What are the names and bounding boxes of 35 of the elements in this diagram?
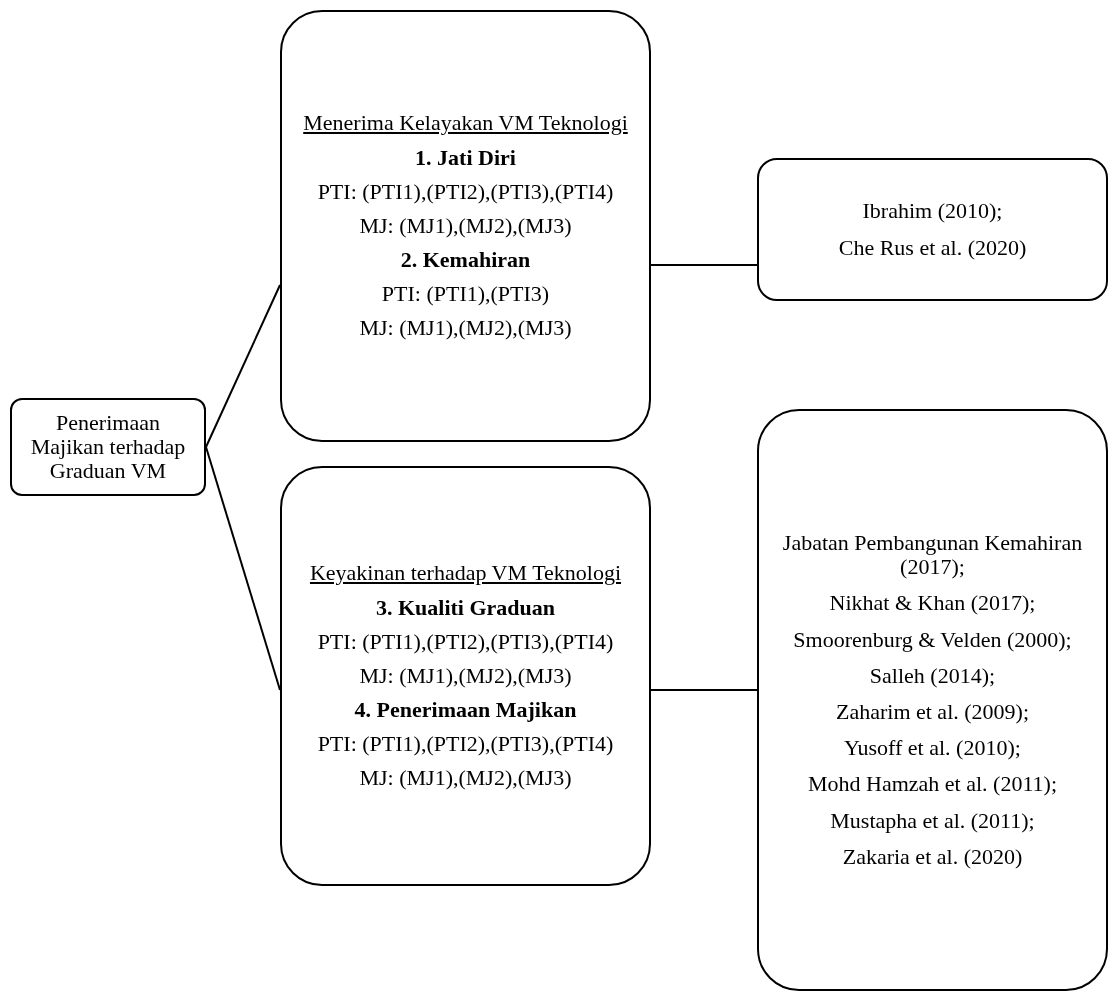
reference-text: Che Rus et al. (2020) <box>838 235 1027 260</box>
node-text: MJ: (MJ1),(MJ2),(MJ3) <box>359 213 572 239</box>
item-heading: 2. Kemahiran <box>400 248 531 273</box>
reference-text: Zakaria et al. (2020) <box>842 844 1023 869</box>
reference-text: Nikhat & Khan (2017); <box>829 591 1036 616</box>
construct-box <box>280 466 651 886</box>
reference-text: Salleh (2014); <box>869 663 996 688</box>
node-text: PTI: (PTI1),(PTI2),(PTI3),(PTI4) <box>317 179 614 204</box>
reference-text: Mustapha et al. (2011); <box>830 808 1035 833</box>
node-text: PTI: (PTI1),(PTI2),(PTI3),(PTI4) <box>317 629 614 654</box>
reference-text: Zaharim et al. (2009); <box>835 700 1029 725</box>
node-text: PTI: (PTI1),(PTI3) <box>381 282 550 307</box>
item-heading: 4. Penerimaan Majikan <box>354 698 577 723</box>
construct-box <box>280 10 651 442</box>
reference-text: Yusoff et al. (2010); <box>844 736 1021 761</box>
connector-line <box>650 689 758 691</box>
reference-box <box>757 158 1108 301</box>
item-heading: 1. Jati Diri <box>415 145 516 170</box>
connector-line <box>205 284 281 448</box>
reference-text: Ibrahim (2010); <box>862 199 1003 224</box>
reference-text: Jabatan Pembangunan Kemahiran (2017); <box>781 531 1084 580</box>
node-text: Penerimaan Majikan terhadap Graduan VM <box>29 410 187 484</box>
item-heading: 3. Kualiti Graduan <box>375 595 556 620</box>
node-text: MJ: (MJ1),(MJ2),(MJ3) <box>359 316 572 341</box>
concept-box <box>10 398 206 496</box>
node-text: MJ: (MJ1),(MJ2),(MJ3) <box>359 663 572 689</box>
reference-text: Mohd Hamzah et al. (2011); <box>807 772 1058 797</box>
node-text: PTI: (PTI1),(PTI2),(PTI3),(PTI4) <box>317 732 614 757</box>
connector-line <box>205 446 281 691</box>
node-text: MJ: (MJ1),(MJ2),(MJ3) <box>359 766 572 791</box>
section-title: Menerima Kelayakan VM Teknologi <box>303 111 628 136</box>
reference-text: Smoorenburg & Velden (2000); <box>793 627 1072 652</box>
reference-box <box>757 409 1108 991</box>
section-title: Keyakinan terhadap VM Teknologi <box>309 561 622 586</box>
connector-line <box>650 264 758 266</box>
